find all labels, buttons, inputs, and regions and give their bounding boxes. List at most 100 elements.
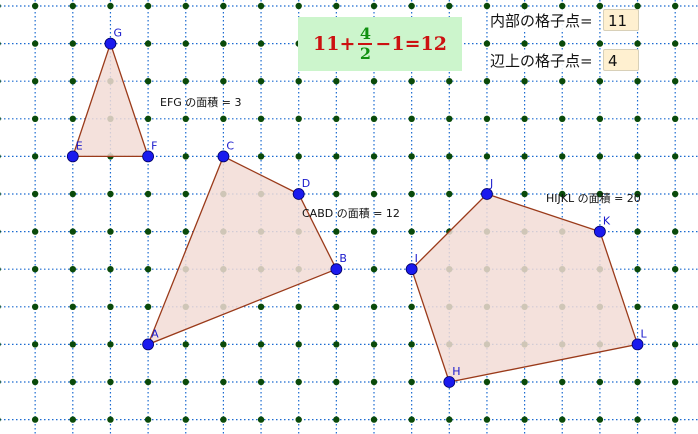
lattice-point <box>672 416 679 423</box>
lattice-point <box>483 115 491 123</box>
lattice-point <box>295 153 302 160</box>
lattice-point <box>559 40 566 47</box>
lattice-point <box>370 266 378 273</box>
lattice-point <box>144 378 152 386</box>
lattice-point <box>370 416 378 423</box>
vertex-label-f: F <box>151 139 157 152</box>
lattice-point <box>182 2 189 10</box>
lattice-point <box>182 115 189 123</box>
lattice-point <box>182 40 189 47</box>
vertex-point-j[interactable] <box>481 188 493 200</box>
lattice-point <box>672 115 679 123</box>
lattice-point <box>634 78 641 85</box>
lattice-point <box>220 78 227 85</box>
vertex-point-e[interactable] <box>66 150 79 163</box>
lattice-point <box>257 78 265 85</box>
lattice-point <box>257 416 265 423</box>
lattice-point <box>295 341 302 348</box>
lattice-point <box>333 115 340 123</box>
lattice-point <box>370 303 378 310</box>
vertex-label-i: I <box>415 252 418 265</box>
vertex-point-g[interactable] <box>104 37 117 50</box>
vertex-label-g: G <box>113 27 122 40</box>
lattice-point <box>182 190 189 198</box>
interior-points-label: 内部の格子点= <box>489 10 594 31</box>
lattice-point <box>521 2 528 10</box>
lattice-point <box>295 2 302 10</box>
lattice-point <box>672 341 679 348</box>
lattice-point <box>107 303 114 310</box>
lattice-point <box>144 303 152 310</box>
lattice-point <box>408 190 415 198</box>
vertex-points[interactable] <box>66 37 644 388</box>
lattice-point <box>31 378 39 386</box>
boundary-points-input[interactable]: 4 <box>603 49 639 71</box>
lattice-point <box>333 303 340 310</box>
lattice-point <box>182 378 189 386</box>
vertex-point-b[interactable] <box>330 263 343 276</box>
fraction-bar <box>358 43 373 45</box>
vertex-point-a[interactable] <box>142 338 155 351</box>
lattice-point <box>370 78 378 85</box>
lattice-point <box>69 341 77 348</box>
vertex-point-k[interactable] <box>594 225 606 238</box>
hijkl-area-label: HIJKL の面積 = 20 <box>546 191 641 205</box>
lattice-point <box>182 228 189 235</box>
lattice-point <box>69 40 77 47</box>
lattice-point <box>333 378 340 386</box>
lattice-point <box>559 416 566 423</box>
interior-points-input[interactable]: 11 <box>603 9 639 31</box>
lattice-point <box>0 4 1 8</box>
lattice-point <box>220 416 227 423</box>
lattice-point <box>408 153 415 160</box>
lattice-point <box>446 2 453 10</box>
lattice-point <box>220 40 227 47</box>
lattice-point <box>446 115 453 123</box>
polygon-efg <box>71 41 150 158</box>
vertex-point-h[interactable] <box>443 376 456 388</box>
lattice-point <box>107 2 114 10</box>
lattice-point <box>408 2 415 10</box>
lattice-point <box>144 416 152 423</box>
lattice-point <box>69 266 77 273</box>
lattice-point <box>107 228 114 235</box>
lattice-point <box>69 378 77 386</box>
lattice-point <box>634 115 641 123</box>
lattice-point <box>672 190 679 198</box>
lattice-point <box>559 78 566 85</box>
lattice-point <box>333 153 340 160</box>
vertex-point-c[interactable] <box>217 150 230 163</box>
vertex-label-j: J <box>489 177 493 190</box>
lattice-point <box>370 2 378 10</box>
lattice-point <box>31 78 39 85</box>
lattice-point <box>107 378 114 386</box>
lattice-point <box>182 341 189 348</box>
pick-formula: 11 + 4 2 − 1 = 12 <box>298 17 462 71</box>
cabd-area-label: CABD の面積 = 12 <box>302 206 400 220</box>
lattice-point <box>295 115 302 123</box>
lattice-point <box>559 378 566 386</box>
formula-minus: − <box>375 33 392 55</box>
vertex-point-f[interactable] <box>142 150 155 163</box>
vertex-point-l[interactable] <box>631 338 644 351</box>
lattice-point <box>521 378 528 386</box>
lattice-point <box>295 303 302 310</box>
lattice-point <box>483 416 491 423</box>
lattice-point <box>370 228 378 235</box>
lattice-point <box>483 2 491 10</box>
formula-plus: + <box>339 33 356 55</box>
lattice-point <box>634 416 641 423</box>
vertex-label-k: K <box>603 215 611 228</box>
lattice-point <box>634 228 641 235</box>
lattice-point <box>559 153 566 160</box>
lattice-point <box>672 2 679 10</box>
vertex-point-d[interactable] <box>292 188 305 200</box>
vertex-point-i[interactable] <box>405 263 418 276</box>
formula-numerator: 4 <box>359 24 371 43</box>
lattice-point <box>0 79 1 84</box>
lattice-point <box>634 378 641 386</box>
lattice-point <box>257 2 265 10</box>
lattice-point <box>408 78 415 85</box>
lattice-point <box>483 153 491 160</box>
